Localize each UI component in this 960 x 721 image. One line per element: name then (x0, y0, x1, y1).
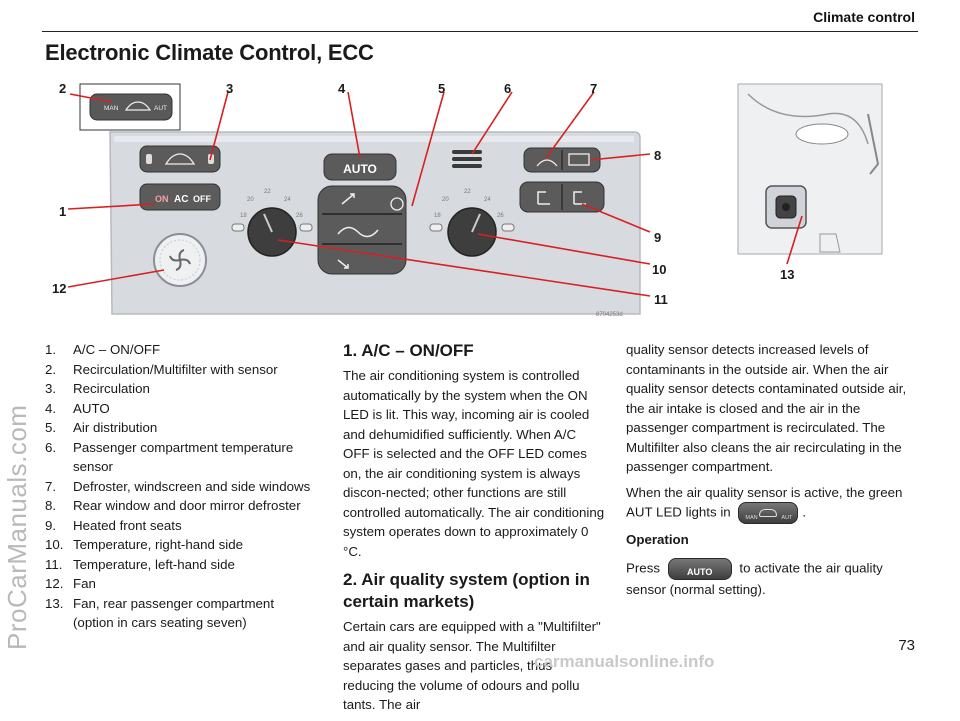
press-auto-text: Press AUTO to activate the air quality s… (626, 557, 916, 600)
man-aut-button-icon: MAN AUT (738, 502, 799, 524)
arrow-up-icon (341, 193, 355, 205)
sensor-active-text: When the air quality sensor is active, t… (626, 483, 916, 524)
callout-7: 7 (590, 81, 597, 96)
operation-heading: Operation (626, 532, 689, 547)
ac-heading: 1. A/C – ON/OFF (343, 341, 474, 360)
legend-item: 7.Defroster, windscreen and side windows (45, 478, 311, 494)
ac-off-label: OFF (193, 194, 211, 204)
legend-item: 8.Rear window and door mirror defroster (45, 498, 301, 513)
recirc-aut-button-zoom (89, 93, 173, 121)
aut-label: AUT (154, 105, 167, 112)
page-title: Electronic Climate Control, ECC (45, 40, 374, 65)
callout-3: 3 (226, 81, 233, 96)
recirc-car-icon (164, 153, 196, 165)
legend-item: 5.Air distribution (45, 420, 158, 435)
recirculation-button (139, 145, 221, 173)
windscreen-defrost-icon (536, 159, 558, 167)
right-temp-18: 18 (434, 213, 441, 219)
left-temp-22: 22 (264, 189, 271, 195)
air-quality-heading: 2. Air quality system (option in certain… (343, 570, 590, 611)
legend-item: 1.A/C – ON/OFF (45, 342, 161, 357)
legend-item: 2.Recirculation/Multifilter with sensor (45, 361, 278, 377)
air-flow-icon (337, 226, 379, 238)
right-temp-20: 20 (442, 197, 449, 203)
air-quality-body-continued: quality sensor detects increased levels … (626, 342, 907, 474)
callout-lines (67, 91, 803, 297)
callout-1: 1 (59, 204, 66, 219)
legend-item: 4.AUTO (45, 400, 110, 416)
legend-item: 9.Heated front seats (45, 517, 182, 533)
man-label: MAN (104, 105, 119, 112)
legend-item: 3.Recirculation (45, 381, 150, 396)
air-distribution-control (317, 185, 407, 275)
section-header: Climate control (813, 9, 915, 25)
ecc-control-panel-diagram: MAN AUT ON AC OFF 18 20 22 24 26 AUTO 1 (52, 81, 883, 318)
image-reference: 8704253d (596, 312, 623, 318)
left-temp-20: 20 (247, 197, 254, 203)
header-rule (42, 31, 918, 32)
component-legend: 1.A/C – ON/OFF 2.Recirculation/Multifilt… (45, 340, 315, 633)
callout-8: 8 (654, 148, 661, 163)
legend-item: 6.Passenger compartment temperature sens… (45, 439, 294, 475)
arrow-down-icon (337, 259, 349, 269)
right-temp-24: 24 (484, 197, 491, 203)
ac-label: AC (174, 194, 188, 205)
legend-item: 13.Fan, rear passenger compartment (opti… (45, 595, 275, 631)
ac-section: 1. A/C – ON/OFF The air conditioning sys… (343, 340, 605, 721)
callout-5: 5 (438, 81, 445, 96)
ac-body: The air conditioning system is controlle… (343, 368, 605, 559)
left-temp-26: 26 (296, 213, 303, 219)
side-watermark: ProCarManuals.com (2, 404, 32, 650)
legend-item: 12.Fan (45, 576, 96, 591)
callout-4: 4 (338, 81, 346, 96)
bottom-watermark: carmanualsonline.info (534, 652, 715, 671)
callout-11: 11 (654, 292, 668, 307)
callout-2: 2 (59, 81, 66, 96)
legend-item: 10.Temperature, right-hand side (45, 537, 243, 552)
auto-button-icon: AUTO (667, 557, 732, 580)
auto-label: AUTO (343, 162, 377, 176)
callout-13: 13 (780, 267, 794, 282)
page-number: 73 (898, 637, 915, 654)
callout-12: 12 (52, 281, 66, 296)
legend-item: 11.Temperature, left-hand side (45, 556, 235, 572)
right-temp-26: 26 (497, 213, 504, 219)
callout-9: 9 (654, 230, 661, 245)
seat-left-icon (537, 191, 550, 205)
air-quality-continued: quality sensor detects increased levels … (626, 340, 916, 605)
rear-fan-control-picture (737, 83, 883, 255)
callout-10: 10 (652, 262, 666, 277)
left-temp-24: 24 (284, 197, 291, 203)
fan-icon (169, 249, 191, 271)
temperature-sensor-grille (452, 150, 482, 168)
right-temp-22: 22 (464, 189, 471, 195)
left-temp-18: 18 (240, 213, 247, 219)
car-recirc-icon (124, 101, 152, 111)
ac-on-label: ON (155, 194, 169, 204)
rear-defrost-icon (568, 153, 590, 166)
ac-on-off-button (139, 183, 221, 211)
callout-6: 6 (504, 81, 511, 96)
